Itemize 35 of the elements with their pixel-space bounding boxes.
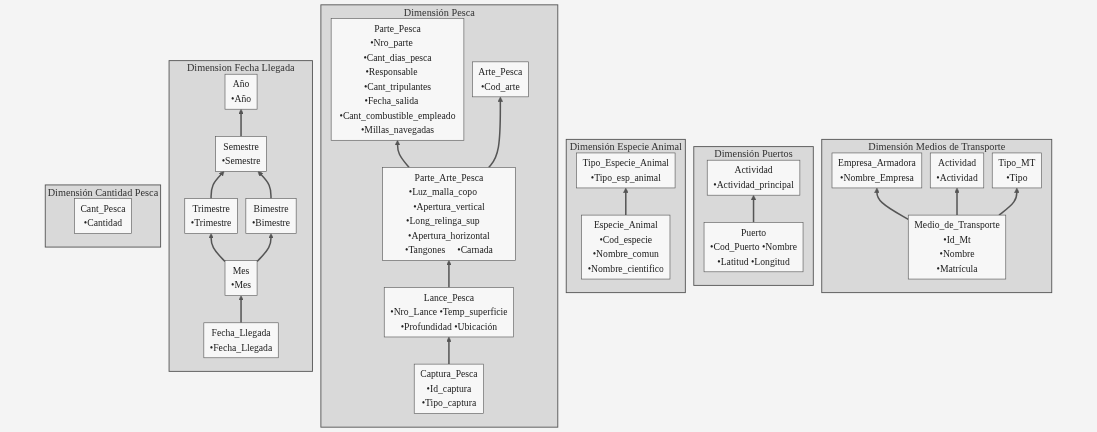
node-box: Bimestre •Bimestre — [245, 198, 297, 234]
arrow — [446, 336, 452, 365]
arrow — [210, 171, 225, 200]
node-box: Arte_Pesca •Cod_arte — [472, 61, 529, 98]
node-box: Lance_Pesca •Nro_Lance •Temp_superficie •Profundidad •Ubicación — [383, 287, 514, 338]
arrow — [998, 187, 1020, 216]
arrow — [208, 233, 226, 263]
arrow — [257, 171, 272, 200]
node-box: Empresa_Armadora •Nombre_Empresa — [831, 152, 923, 189]
node-box: Especie_Animal •Cod_especie •Nombre_comun •Nombre_cientifico — [581, 214, 671, 280]
node-box: Actividad •Actividad_principal — [706, 159, 801, 196]
arrow — [623, 187, 629, 216]
node-box: Tipo_MT •Tipo — [991, 152, 1042, 189]
node-box: Actividad •Actividad — [929, 152, 985, 189]
node-box: Mes •Mes — [224, 260, 258, 296]
node-box: Puerto •Cod_Puerto •Nombre •Latitud •Longitud — [703, 222, 804, 273]
node-box: Medio_de_Transporte •Id_Mt •Nombre •Matrícula — [907, 214, 1007, 280]
arrow — [750, 194, 757, 224]
arrow — [238, 108, 244, 138]
node-box: Tipo_Especie_Animal •Tipo_esp_animal — [576, 152, 676, 189]
arrow — [446, 260, 452, 289]
arrow — [487, 96, 503, 169]
arrow — [238, 295, 244, 324]
arrow — [954, 187, 960, 216]
node-box: Cant_Pesca •Cantidad — [74, 198, 132, 234]
arrow — [394, 140, 410, 169]
node-box: Trimestre •Trimestre — [184, 198, 238, 234]
node-box: Semestre •Semestre — [215, 136, 267, 172]
node-box: Captura_Pesca •Id_captura •Tipo_captura — [413, 363, 484, 414]
node-box: Parte_Pesca •Nro_parte •Cant_dias_pesca •Responsable •Cant_tripulantes •Fecha_salida •Cant_combustible_empleado •Millas_navegadas — [330, 18, 465, 141]
arrow — [874, 187, 909, 221]
node-box: Fecha_Llegada •Fecha_Llegada — [203, 322, 279, 359]
node-box: Año •Año — [224, 73, 258, 110]
node-box: Parte_Arte_Pesca •Luz_malla_copo •Apertura_vertical •Long_relinga_sup •Apertura_horizontal •Tangones •Carnada — [382, 167, 516, 261]
arrow — [256, 233, 274, 263]
